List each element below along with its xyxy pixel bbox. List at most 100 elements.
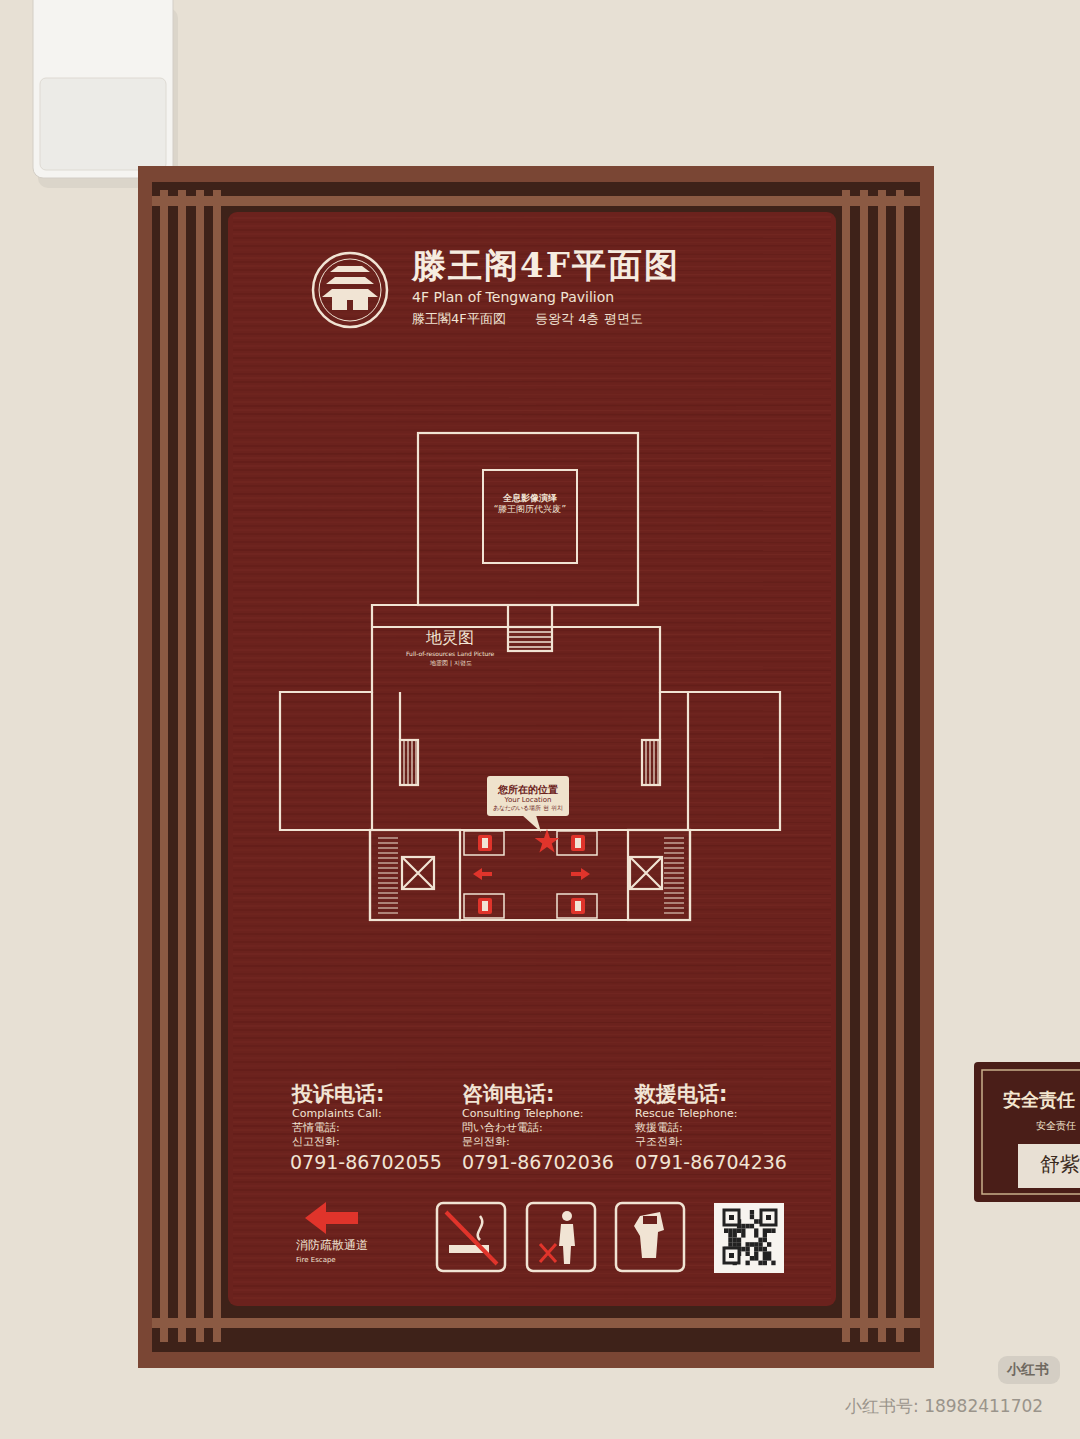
wood-line: [233, 1029, 831, 1031]
wood-line: [233, 1068, 831, 1070]
wood-line: [233, 945, 831, 947]
qr-code: [714, 1203, 784, 1273]
wood-line: [233, 1289, 831, 1290]
logo-ring: [313, 253, 387, 327]
qr-module: [767, 1215, 771, 1220]
qr-module: [750, 1256, 754, 1261]
plaque-subtitle: 安全责任: [1036, 1120, 1076, 1132]
wood-line: [233, 929, 831, 931]
callout-pointer: [522, 815, 541, 832]
wood-line: [233, 640, 831, 642]
wood-line: [233, 460, 831, 462]
prohibition-slash: [446, 1212, 497, 1264]
wood-line: [233, 601, 831, 603]
stair-step: [378, 888, 398, 889]
wood-line: [233, 881, 831, 883]
wood-line: [233, 1065, 831, 1067]
qr-finder-dot: [729, 1215, 734, 1220]
qr-module: [724, 1228, 728, 1233]
wood-line: [233, 1017, 831, 1019]
wood-line: [233, 549, 831, 551]
smoke: [478, 1216, 483, 1240]
pavilion-roofs: [322, 266, 378, 310]
wood-line: [233, 393, 831, 395]
stair-step: [508, 641, 552, 642]
elevator: [630, 857, 662, 889]
qr-module: [767, 1242, 771, 1247]
extinguisher-mark: [482, 838, 488, 848]
wood-line: [233, 925, 831, 927]
qr-module: [758, 1261, 762, 1266]
qr-module: [763, 1251, 767, 1256]
wood-line: [233, 681, 831, 683]
qr-module: [754, 1247, 758, 1252]
wood-line: [233, 657, 831, 659]
wood-line: [233, 585, 831, 587]
frame-slat: [896, 190, 904, 1342]
stair-step: [378, 898, 398, 899]
stair-step: [664, 853, 684, 854]
wood-line: [233, 1000, 831, 1002]
stair: [508, 627, 552, 651]
wood-line: [233, 589, 831, 591]
wood-line: [233, 529, 831, 531]
wood-line: [233, 557, 831, 559]
location-callout: 您所在的位置Your Locationあなたのいる場所 현 위치: [487, 776, 569, 816]
phone-heading-en: Rescue Telephone:: [635, 1108, 738, 1121]
wood-line: [233, 237, 831, 239]
wood-line: [233, 1077, 831, 1079]
wood-line: [233, 725, 831, 727]
wood-line: [233, 517, 831, 519]
wood-line: [233, 525, 831, 527]
wood-line: [233, 653, 831, 655]
wood-line: [233, 381, 831, 383]
stair-step: [508, 631, 552, 632]
device-cover: [40, 78, 166, 170]
wood-line: [233, 676, 831, 678]
wood-line: [233, 1181, 831, 1183]
qr-module: [737, 1238, 741, 1243]
wood-line: [233, 565, 831, 566]
stair-step: [664, 858, 684, 859]
wood-line: [233, 1061, 831, 1063]
phone-number: 0791-86704236: [635, 1152, 787, 1174]
wood-line: [233, 216, 831, 218]
stair-step: [378, 863, 398, 864]
person-head: [562, 1211, 572, 1221]
wood-line: [233, 413, 831, 415]
wood-line: [233, 716, 831, 718]
qr-module: [728, 1242, 732, 1247]
core: [370, 830, 460, 920]
wood-line: [233, 1297, 831, 1299]
stair-step: [664, 898, 684, 899]
wood-line: [233, 913, 831, 915]
wood-line: [233, 309, 831, 311]
subtitle-ja: 滕王閣4F平面図: [412, 312, 506, 327]
qr-module: [763, 1256, 767, 1261]
qr-module: [767, 1228, 771, 1233]
wood-line: [233, 661, 831, 663]
subtitle-ko: 등왕각 4층 평면도: [535, 312, 643, 327]
wood-line: [233, 477, 831, 479]
wall-device: [33, 0, 173, 178]
stair-step: [378, 873, 398, 874]
frame-recess: [152, 182, 920, 1352]
qr-module: [754, 1219, 758, 1224]
frame-slat: [196, 190, 204, 1342]
wood-line: [233, 357, 831, 358]
wood-line: [233, 741, 831, 743]
qr-module: [746, 1224, 750, 1229]
stair-step: [664, 878, 684, 879]
wood-line: [233, 893, 831, 895]
wood-line: [233, 629, 831, 631]
hand-icon: [634, 1212, 664, 1258]
wood-line: [233, 597, 831, 599]
qr-finder-dot: [766, 1215, 771, 1220]
stair-step: [378, 908, 398, 909]
wood-line: [233, 389, 831, 391]
wood-line: [233, 333, 831, 335]
wood-line: [233, 941, 831, 943]
wood-line: [233, 1173, 831, 1175]
stair-step: [378, 913, 398, 914]
